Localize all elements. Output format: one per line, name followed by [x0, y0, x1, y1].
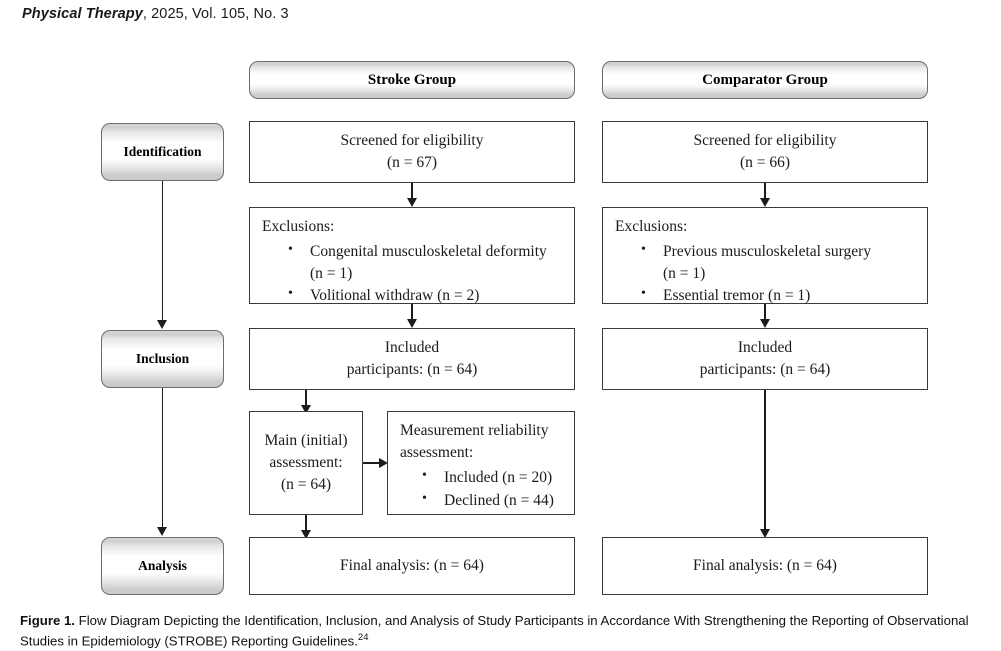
stroke-exclusions-item-2-text: Volitional withdraw (n = 2): [310, 287, 480, 305]
journal-title: Physical Therapy: [22, 6, 143, 22]
comparator-exclusions-item-1-continuation: (n = 1): [663, 264, 706, 282]
stroke-reliability-line2: assessment:: [400, 444, 474, 461]
comparator-screened-line2: (n = 66): [739, 154, 791, 171]
strobe-flow-diagram: Stroke Group Comparator Group Identifica…: [0, 0, 1001, 610]
comparator-arrowhead-screened-to-exclusions: [759, 198, 770, 207]
stage-label-identification-text: Identification: [123, 144, 202, 159]
stroke-arrowhead-main-to-reliability: [379, 457, 388, 468]
stroke-reliability-box: Measurement reliability assessment: Incl…: [387, 411, 575, 515]
comparator-screened-box: Screened for eligibility (n = 66): [602, 121, 928, 183]
comparator-final-analysis-text: Final analysis: (n = 64): [693, 557, 837, 574]
comparator-final-analysis-box: Final analysis: (n = 64): [602, 537, 928, 595]
stroke-reliability-line1: Measurement reliability: [400, 422, 549, 439]
stroke-exclusions-item-2: Volitional withdraw (n = 2): [288, 284, 564, 307]
arrowhead-identification-to-inclusion: [157, 320, 167, 329]
arrowhead-inclusion-to-analysis: [157, 527, 167, 536]
stroke-exclusions-item-1-text: Congenital musculoskeletal deformity: [310, 243, 547, 260]
stroke-connector-main-to-final-analysis: [305, 515, 307, 532]
stroke-arrowhead-screened-to-exclusions: [406, 198, 417, 207]
journal-issue-info: , 2025, Vol. 105, No. 3: [142, 6, 289, 22]
comparator-included-box: Included participants: (n = 64): [602, 328, 928, 390]
stroke-exclusions-item-1: Congenital musculoskeletal deformity (n …: [288, 240, 564, 284]
comparator-connector-exclusions-to-included: [764, 304, 766, 321]
stroke-reliability-item-1-text: Included (n = 20): [444, 469, 553, 486]
comparator-arrowhead-exclusions-to-included: [759, 319, 770, 328]
stroke-reliability-item-2-text: Declined (n = 44): [444, 491, 554, 509]
comparator-exclusions-list: Previous musculoskeletal surgery (n = 1)…: [615, 240, 917, 307]
comparator-arrowhead-included-to-final-analysis: [759, 529, 770, 538]
stroke-included-box: Included participants: (n = 64): [249, 328, 575, 390]
figure-caption-text: Flow Diagram Depicting the Identificatio…: [20, 613, 969, 649]
journal-running-head: Physical Therapy, 2025, Vol. 105, No. 3: [22, 6, 289, 22]
comparator-exclusions-item-2-text: Essential tremor (n = 1): [663, 287, 811, 305]
stroke-screened-box: Screened for eligibility (n = 67): [249, 121, 575, 183]
stroke-included-line2: participants: (n = 64): [346, 361, 478, 378]
column-header-comparator-group: Comparator Group: [602, 61, 928, 99]
stage-label-inclusion-text: Inclusion: [135, 351, 190, 366]
stroke-exclusions-item-1-continuation: (n = 1): [310, 264, 353, 282]
stroke-included-line1: Included: [384, 339, 440, 356]
connector-identification-to-inclusion: [161, 181, 164, 321]
stroke-screened-line2: (n = 67): [386, 154, 438, 171]
stage-label-identification: Identification: [101, 123, 224, 181]
column-header-stroke-group-label: Stroke Group: [367, 71, 457, 88]
stroke-exclusions-list: Congenital musculoskeletal deformity (n …: [262, 240, 564, 307]
stroke-connector-exclusions-to-included: [411, 304, 413, 321]
connector-inclusion-to-analysis: [161, 388, 164, 528]
stroke-main-assessment-box: Main (initial) assessment: (n = 64): [249, 411, 363, 515]
stroke-connector-included-to-main-assessment: [305, 390, 307, 407]
comparator-exclusions-title: Exclusions:: [615, 218, 688, 235]
stage-label-inclusion: Inclusion: [101, 330, 224, 388]
comparator-included-line2: participants: (n = 64): [699, 361, 831, 378]
stroke-exclusions-box: Exclusions: Congenital musculoskeletal d…: [249, 207, 575, 304]
column-header-stroke-group: Stroke Group: [249, 61, 575, 99]
comparator-exclusions-item-2: Essential tremor (n = 1): [641, 284, 917, 307]
stroke-main-assessment-line3: (n = 64): [280, 476, 332, 493]
figure-caption-label: Figure 1.: [20, 613, 75, 628]
column-header-comparator-group-label: Comparator Group: [702, 71, 828, 88]
stroke-reliability-item-1: Included (n = 20): [422, 466, 564, 489]
stroke-final-analysis-box: Final analysis: (n = 64): [249, 537, 575, 595]
comparator-included-line1: Included: [737, 339, 793, 356]
comparator-connector-screened-to-exclusions: [764, 183, 766, 200]
stroke-final-analysis-text: Final analysis: (n = 64): [340, 557, 484, 574]
stage-label-analysis: Analysis: [101, 537, 224, 595]
stroke-screened-line1: Screened for eligibility: [340, 132, 484, 149]
stroke-arrowhead-included-to-main-assessment: [300, 405, 311, 414]
stroke-reliability-list: Included (n = 20) Declined (n = 44): [400, 466, 564, 512]
stroke-connector-main-to-reliability: [363, 462, 382, 464]
figure-caption: Figure 1. Flow Diagram Depicting the Ide…: [20, 612, 986, 651]
figure-caption-reference: 24: [357, 631, 369, 643]
comparator-connector-included-to-final-analysis: [764, 390, 766, 530]
stroke-connector-screened-to-exclusions: [411, 183, 413, 200]
stroke-main-assessment-line2: assessment:: [269, 454, 343, 471]
comparator-exclusions-item-1: Previous musculoskeletal surgery (n = 1): [641, 240, 917, 284]
comparator-exclusions-box: Exclusions: Previous musculoskeletal sur…: [602, 207, 928, 304]
stroke-exclusions-title: Exclusions:: [262, 218, 335, 235]
stroke-arrowhead-main-to-final-analysis: [300, 530, 311, 539]
stroke-arrowhead-exclusions-to-included: [406, 319, 417, 328]
stroke-main-assessment-line1: Main (initial): [264, 432, 348, 449]
comparator-screened-line1: Screened for eligibility: [693, 132, 837, 149]
comparator-exclusions-item-1-text: Previous musculoskeletal surgery: [663, 243, 872, 260]
stage-label-analysis-text: Analysis: [138, 558, 187, 573]
stroke-reliability-item-2: Declined (n = 44): [422, 489, 564, 512]
